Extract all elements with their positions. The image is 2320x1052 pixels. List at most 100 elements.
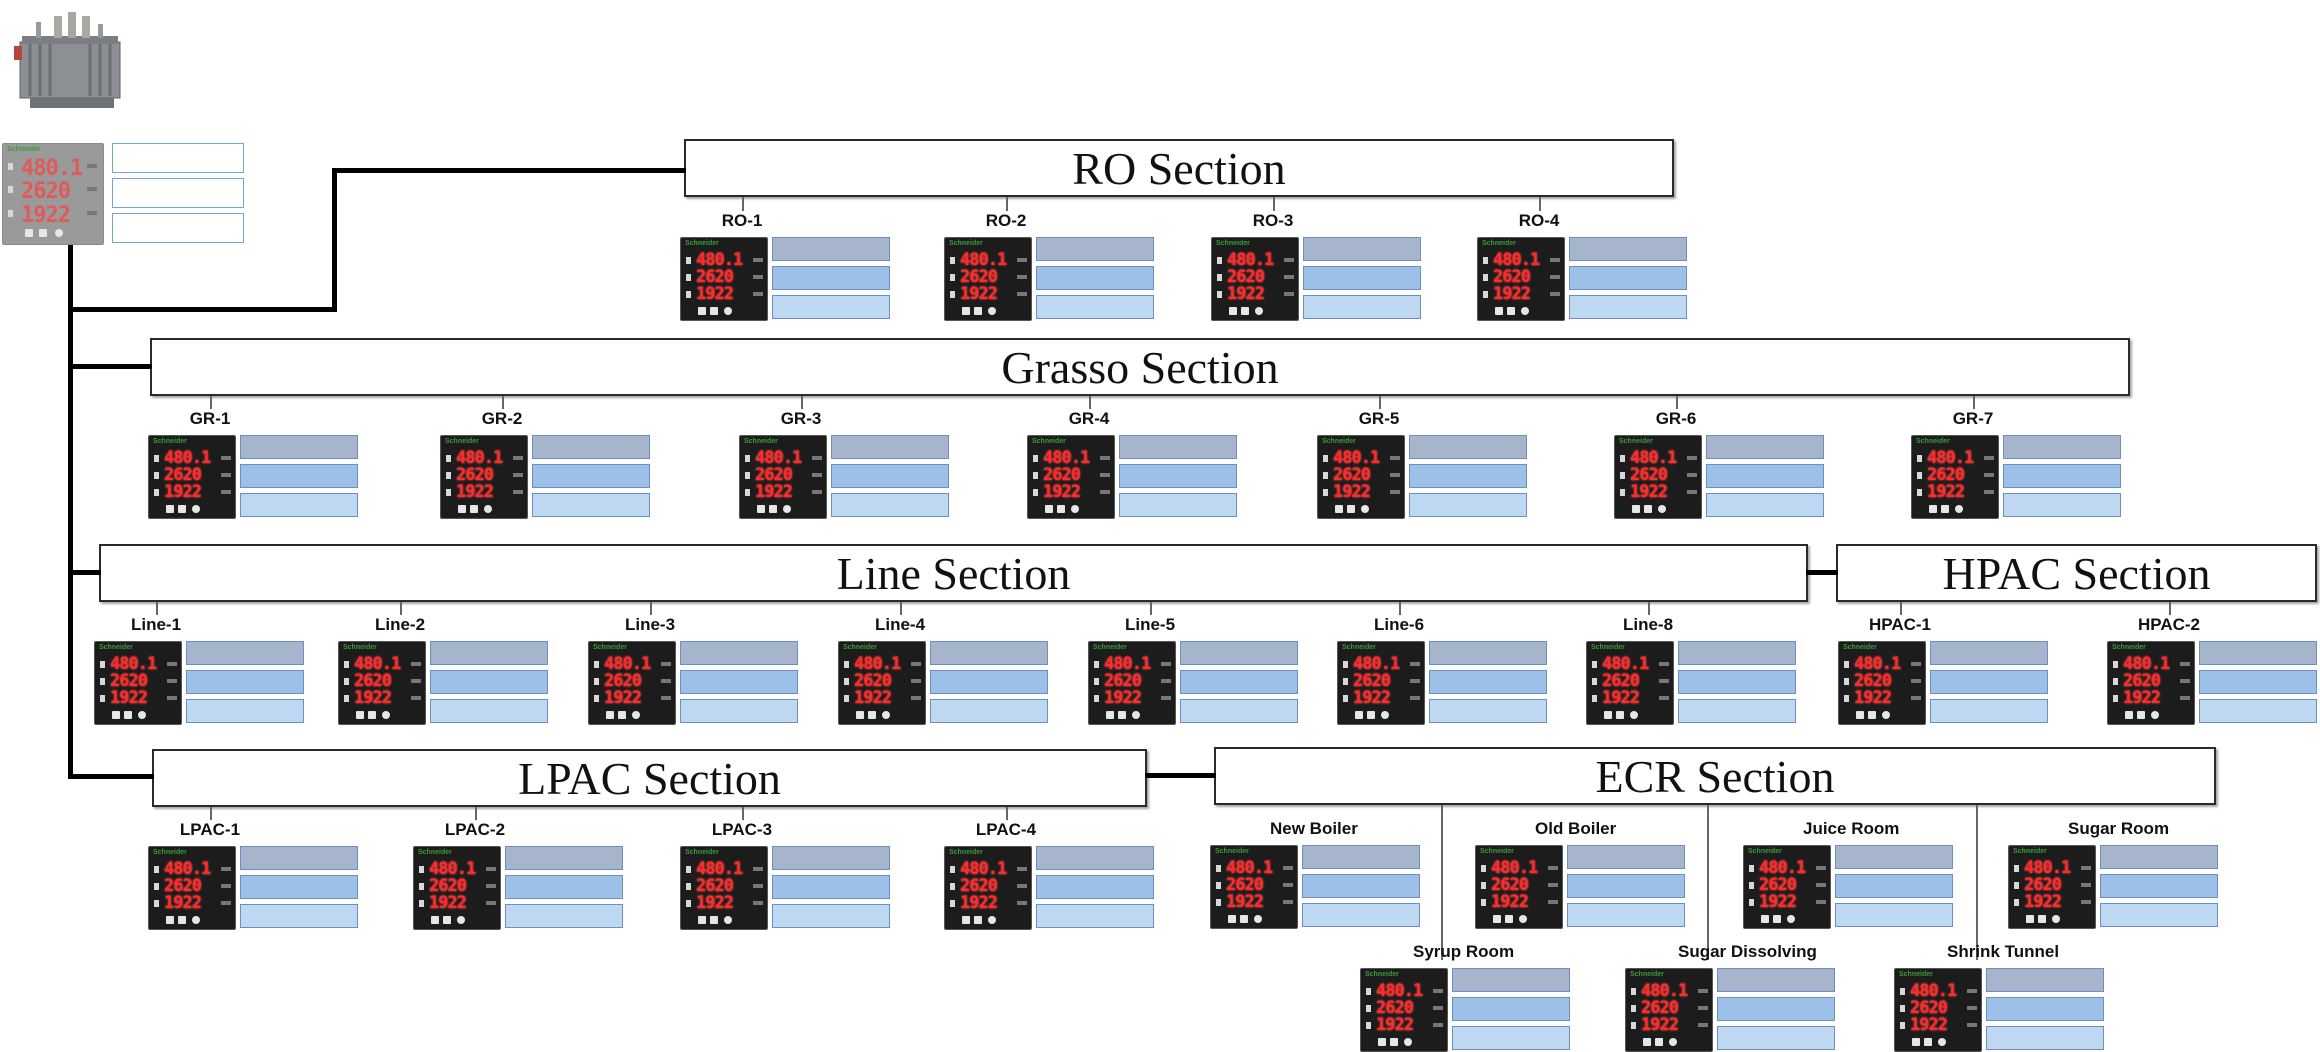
meter-reading-1: 480.1 [110,654,157,674]
meter-reading-1: 480.1 [755,448,802,468]
meter-reading-2: 2620 [960,876,998,896]
meter-indicator-icon [1094,695,1099,702]
meter-reading-2: 2620 [755,465,793,485]
meter-reading-2: 2620 [1376,998,1414,1018]
meter-indicator-icon [1217,274,1222,281]
meter-reading-3: 1922 [1333,482,1371,502]
meter-indicator-icon [2014,882,2019,889]
meter-unit-label: GR-3 [780,409,822,428]
meter-unit-label: Sugar Dissolving [1678,942,1817,961]
meter-unit-marker [486,901,496,905]
meter-unit-label: Line-6 [1373,615,1425,634]
meter-reading-3: 1922 [854,688,892,708]
meter-indicator-icon [1620,472,1625,479]
branch-connector [1676,396,1678,409]
meter-reading-1: 480.1 [1043,448,1090,468]
meter-unit-marker [753,867,763,871]
meter-unit-marker [1390,473,1400,477]
meter-key-button-icon [1616,711,1624,719]
meter-unit-label: HPAC-2 [2137,615,2201,634]
meter-reading-2: 2620 [1493,267,1531,287]
meter-value-field-1 [430,641,548,665]
transformer-icon [14,12,121,108]
meter-unit-marker [753,292,763,296]
meter-value-field-3 [2003,493,2121,517]
meter-unit-label: GR-2 [481,409,523,428]
meter-unit-marker [1410,696,1420,700]
meter-brand-logo: Schneider [343,644,377,651]
meter-key-button-icon [962,307,970,315]
meter-reading-2: 2620 [1910,998,1948,1018]
meter-unit-label: LPAC-1 [179,820,241,839]
meter-value-field-3 [2199,699,2317,723]
branch-connector [801,396,803,409]
meter-key-button-icon [1658,505,1666,513]
meter-unit-label: Line-3 [624,615,676,634]
meter-reading-2: 2620 [696,267,734,287]
meter-unit-marker [1390,456,1400,460]
meter-value-field-3 [1119,493,1237,517]
meter-indicator-icon [844,678,849,685]
meter-unit-label: GR-6 [1655,409,1697,428]
meter-reading-3: 1922 [1602,688,1640,708]
branch-connector [475,807,477,820]
meter-reading-3: 1922 [2024,892,2062,912]
meter-reading-3: 1922 [1910,1015,1948,1035]
meter-reading-3: 1922 [1376,1015,1414,1035]
meter-indicator-icon [1323,472,1328,479]
meter-key-button-icon [1521,307,1529,315]
meter-key-button-icon [1071,505,1079,513]
meter-unit-marker [221,456,231,460]
meter-value-field-1 [1706,435,1824,459]
meter-reading-2: 2620 [1630,465,1668,485]
meter-unit-marker [911,679,921,683]
meter-unit-marker [1698,1006,1708,1010]
meter-value-field-1 [831,435,949,459]
meter-unit-marker [221,867,231,871]
meter-value-field-1 [1678,641,1796,665]
meter-indicator-icon [1366,1022,1371,1029]
meter-key-button-icon [710,307,718,315]
meter-key-button-icon [368,711,376,719]
meter-value-field-1 [1036,237,1154,261]
meter-reading-3: 1922 [354,688,392,708]
meter-value-field-3 [1036,904,1154,928]
meter-unit-marker [2180,679,2190,683]
meter-value-field-3 [1930,699,2048,723]
meter-key-button-icon [1505,915,1513,923]
meter-value-field-2 [1569,266,1687,290]
meter-reading-3: 1922 [1491,892,1529,912]
meter-indicator-icon [950,866,955,873]
meter-key-button-icon [698,307,706,315]
meter-brand-logo: Schneider [7,146,41,153]
meter-indicator-icon [344,695,349,702]
meter-key-button-icon [1632,505,1640,513]
meter-value-field-3 [1452,1026,1570,1050]
meter-unit-marker [2081,900,2091,904]
meter-value-field-3 [1180,699,1298,723]
meter-unit-marker [1550,275,1560,279]
meter-indicator-icon [950,883,955,890]
meter-reading-1: 480.1 [354,654,401,674]
meter-value-field-3 [430,699,548,723]
meter-indicator-icon [1631,1005,1636,1012]
meter-unit-label: GR-4 [1068,409,1110,428]
ro-section-title: RO Section [1072,142,1286,194]
meter-indicator-icon [950,274,955,281]
meter-value-field-1 [1036,846,1154,870]
meter-unit-label: GR-5 [1358,409,1400,428]
meter-reading-1: 480.1 [429,859,476,879]
meter-value-field-1 [1930,641,2048,665]
meter-reading-1: 480.1 [1630,448,1677,468]
meter-brand-logo: Schneider [744,438,778,445]
meter-unit-marker [221,901,231,905]
